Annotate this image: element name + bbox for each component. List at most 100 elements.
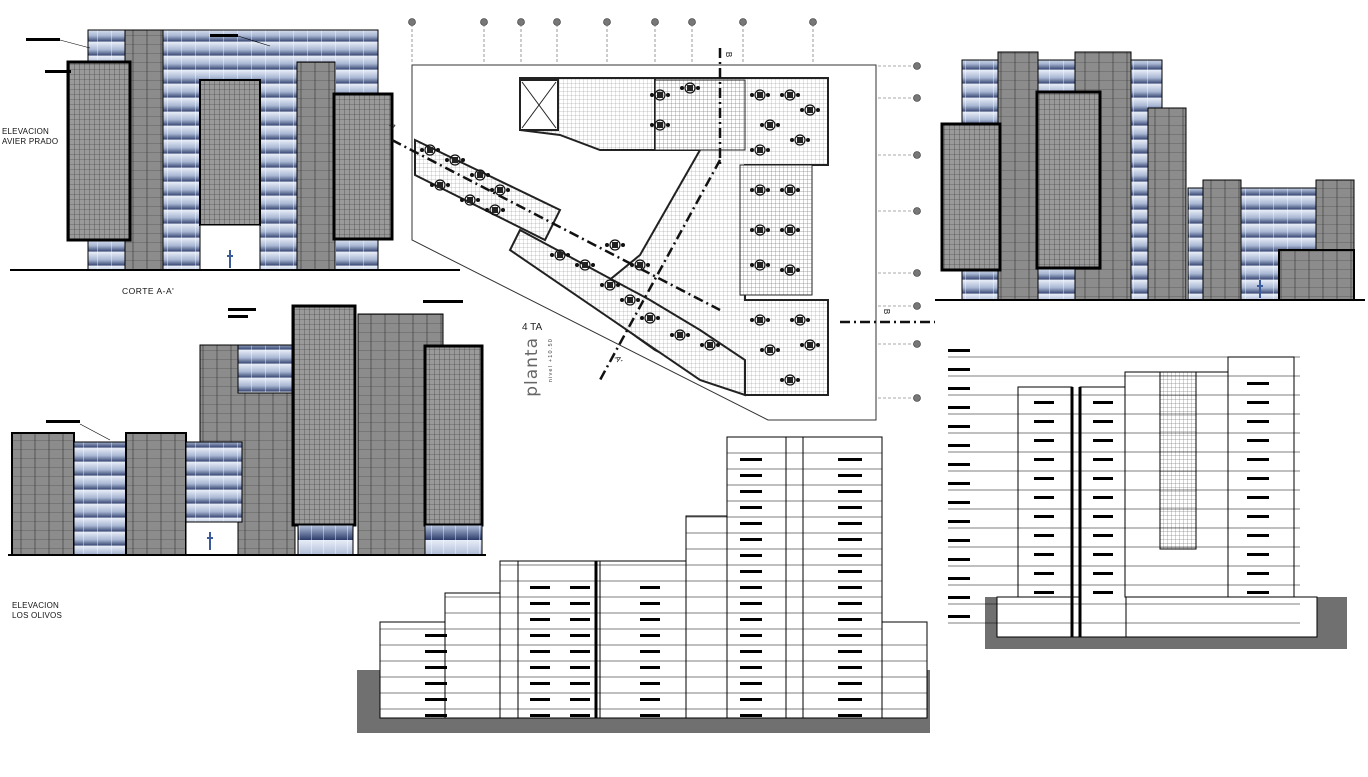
grid-axis-marker-icon xyxy=(688,18,696,26)
table-symbol xyxy=(807,107,813,113)
chair-symbol xyxy=(591,263,595,267)
room-tag-bar xyxy=(838,458,862,461)
room-tag-bar xyxy=(425,650,447,653)
room-tag-bar xyxy=(838,570,862,573)
chair-symbol xyxy=(796,188,800,192)
chair-symbol xyxy=(790,318,794,322)
room-tag-bar xyxy=(740,650,762,653)
chair-table-symbol xyxy=(804,339,816,351)
chair-symbol xyxy=(800,108,804,112)
room-tag-bar xyxy=(838,714,862,717)
room-tag-bar xyxy=(838,586,862,589)
room-tag-bar xyxy=(1247,515,1269,518)
chair-symbol xyxy=(750,228,754,232)
chair-symbol xyxy=(760,123,764,127)
chair-table-symbol xyxy=(754,144,766,156)
room-tag-bar xyxy=(425,634,447,637)
level-tag-bar xyxy=(948,577,970,580)
grid-axis-marker-icon xyxy=(517,18,525,26)
label-elevacion-los-olivos: ELEVACION LOS OLIVOS xyxy=(12,601,63,620)
table-symbol xyxy=(757,227,763,233)
chair-table-symbol xyxy=(554,249,566,261)
room-tag-bar xyxy=(1247,382,1269,385)
chair-table-symbol xyxy=(604,279,616,291)
room-tag-bar xyxy=(838,666,862,669)
room-tag-bar xyxy=(740,538,762,541)
room-tag-bar xyxy=(740,458,762,461)
chair-table-symbol xyxy=(784,374,796,386)
chair-symbol xyxy=(656,316,660,320)
level-tag-bar xyxy=(948,387,970,390)
grid-axis-marker-icon xyxy=(913,207,921,215)
room-tag-bar xyxy=(740,522,762,525)
chair-symbol xyxy=(796,228,800,232)
room-tag-bar xyxy=(570,618,590,621)
chair-symbol xyxy=(550,253,554,257)
room-tag-bar xyxy=(1034,534,1054,537)
chair-symbol xyxy=(806,318,810,322)
chair-symbol xyxy=(420,148,424,152)
floor-plan-4th-level xyxy=(391,48,935,421)
room-tag-bar xyxy=(570,698,590,701)
section-cut-line-a-prime xyxy=(598,159,722,381)
table-symbol xyxy=(637,262,643,268)
table-symbol xyxy=(797,137,803,143)
grid-axis-marker-icon xyxy=(913,340,921,348)
chair-symbol xyxy=(750,318,754,322)
chair-symbol xyxy=(666,123,670,127)
cut-label-b-right: B xyxy=(882,308,892,315)
plan-grid-axes xyxy=(408,18,921,402)
table-symbol xyxy=(467,197,473,203)
chair-symbol xyxy=(621,243,625,247)
grid-axis-marker-icon xyxy=(913,94,921,102)
room-tag-bar xyxy=(640,682,660,685)
chair-table-symbol xyxy=(804,104,816,116)
room-tag-bar xyxy=(1093,496,1113,499)
chair-symbol xyxy=(605,243,609,247)
chair-symbol xyxy=(790,138,794,142)
room-tag-bar xyxy=(1093,458,1113,461)
room-tag-bar xyxy=(640,666,660,669)
level-tag-bar xyxy=(948,349,970,352)
chair-symbol xyxy=(766,188,770,192)
section-b-floor-lines xyxy=(948,349,1300,624)
chair-table-symbol xyxy=(424,144,436,156)
grid-axis-marker-icon xyxy=(913,62,921,70)
room-tag-bar xyxy=(640,602,660,605)
room-tag-bar xyxy=(530,666,550,669)
room-tag-bar xyxy=(530,650,550,653)
chair-symbol xyxy=(766,93,770,97)
room-tag-bar xyxy=(1247,553,1269,556)
table-symbol xyxy=(787,227,793,233)
chair-table-symbol xyxy=(434,179,446,191)
chair-table-symbol xyxy=(764,344,776,356)
room-tag-bar xyxy=(838,682,862,685)
room-tag-bar xyxy=(740,490,762,493)
chair-symbol xyxy=(816,343,820,347)
chair-symbol xyxy=(445,158,449,162)
chair-table-symbol xyxy=(784,224,796,236)
room-tag-bar xyxy=(838,650,862,653)
table-symbol xyxy=(757,317,763,323)
table-symbol xyxy=(797,317,803,323)
chair-table-symbol xyxy=(704,339,716,351)
chair-table-symbol xyxy=(449,154,461,166)
room-tag-bar xyxy=(1247,572,1269,575)
chair-symbol xyxy=(620,298,624,302)
room-tag-bar xyxy=(1247,458,1269,461)
level-tag-bar xyxy=(948,539,970,542)
room-tag-bar xyxy=(838,490,862,493)
room-tag-bar xyxy=(1247,591,1269,594)
room-tag-bar xyxy=(740,586,762,589)
room-tag-bar xyxy=(740,570,762,573)
table-symbol xyxy=(787,92,793,98)
room-tag-bar xyxy=(1247,401,1269,404)
chair-table-symbol xyxy=(684,82,696,94)
chair-symbol xyxy=(446,183,450,187)
grid-axis-marker-icon xyxy=(913,394,921,402)
room-tag-bar xyxy=(1034,401,1054,404)
room-tag-bar xyxy=(530,634,550,637)
room-tag-bar xyxy=(570,602,590,605)
room-tag-bar xyxy=(838,538,862,541)
chair-symbol xyxy=(616,283,620,287)
